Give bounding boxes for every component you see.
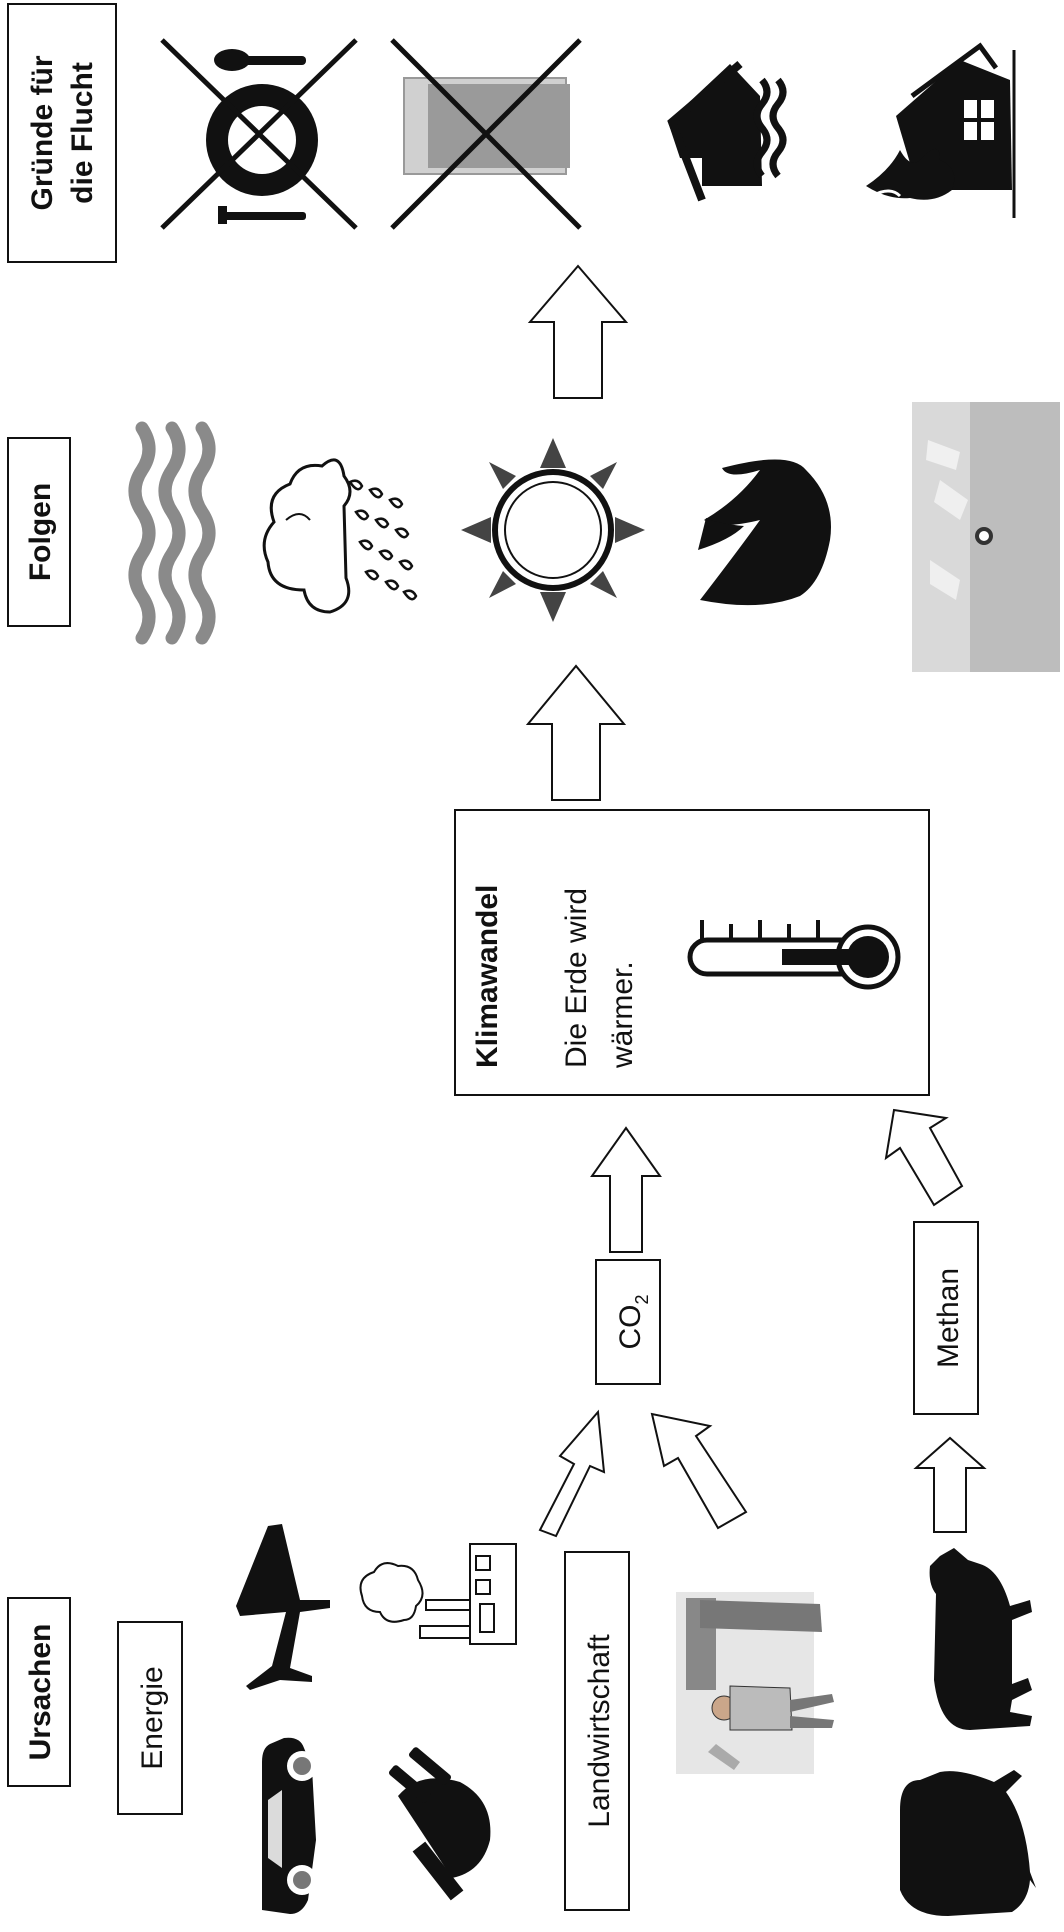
logging-icon bbox=[676, 1592, 834, 1774]
landwirtschaft-label: Landwirtschaft bbox=[583, 1634, 616, 1828]
arrow-energy-to-co2 bbox=[538, 1409, 606, 1538]
gruende-title-line1: Gründe für bbox=[26, 55, 59, 210]
ursachen-title-box: Ursachen bbox=[7, 1597, 71, 1787]
flooded-house-icon bbox=[667, 60, 787, 202]
ursachen-title: Ursachen bbox=[24, 1624, 57, 1761]
flood-waves-icon bbox=[128, 421, 216, 645]
arrow-methan-from-animals bbox=[913, 1436, 987, 1533]
energie-box: Energie bbox=[117, 1621, 183, 1815]
klimawandel-line2: wärmer. bbox=[606, 961, 639, 1069]
folgen-title: Folgen bbox=[24, 483, 57, 581]
co2-subscript: 2 bbox=[632, 1294, 652, 1304]
co2-box: CO2 bbox=[595, 1259, 661, 1385]
arrow-to-effects bbox=[525, 664, 627, 801]
sun-icon bbox=[461, 438, 645, 622]
folgen-title-box: Folgen bbox=[7, 437, 71, 627]
arrow-to-reasons bbox=[527, 264, 629, 399]
rain-cloud-icon bbox=[262, 458, 418, 614]
co2-label: CO2 bbox=[614, 1294, 652, 1349]
landwirtschaft-box: Landwirtschaft bbox=[564, 1551, 630, 1911]
gruende-title-box: Gründe für die Flucht bbox=[7, 3, 117, 263]
car-icon bbox=[262, 1737, 317, 1914]
klimawandel-title: Klimawandel bbox=[471, 885, 504, 1068]
drought-icon bbox=[912, 402, 1060, 672]
airplane-icon bbox=[236, 1524, 330, 1690]
energie-label: Energie bbox=[136, 1666, 169, 1769]
arrow-methan-to-climate bbox=[884, 1108, 964, 1207]
thermometer-icon bbox=[687, 920, 901, 990]
fire-icon bbox=[698, 459, 831, 606]
no-water-icon bbox=[390, 38, 582, 230]
arrow-co2-to-climate bbox=[590, 1126, 662, 1253]
klimawandel-box: Klimawandel Die Erde wird wärmer. bbox=[454, 809, 930, 1096]
factory-icon bbox=[359, 1543, 517, 1645]
cow-icon bbox=[929, 1548, 1032, 1730]
plug-icon bbox=[388, 1747, 491, 1901]
methan-box: Methan bbox=[913, 1221, 979, 1415]
pig-icon bbox=[900, 1770, 1036, 1916]
gruende-title-line2: die Flucht bbox=[66, 62, 99, 204]
arrow-agri-to-co2 bbox=[650, 1412, 748, 1530]
burning-house-icon bbox=[866, 42, 1016, 218]
methan-label: Methan bbox=[932, 1268, 965, 1368]
co2-base: CO bbox=[614, 1305, 647, 1350]
klimawandel-line1: Die Erde wird bbox=[560, 888, 593, 1068]
no-food-icon bbox=[160, 38, 358, 230]
